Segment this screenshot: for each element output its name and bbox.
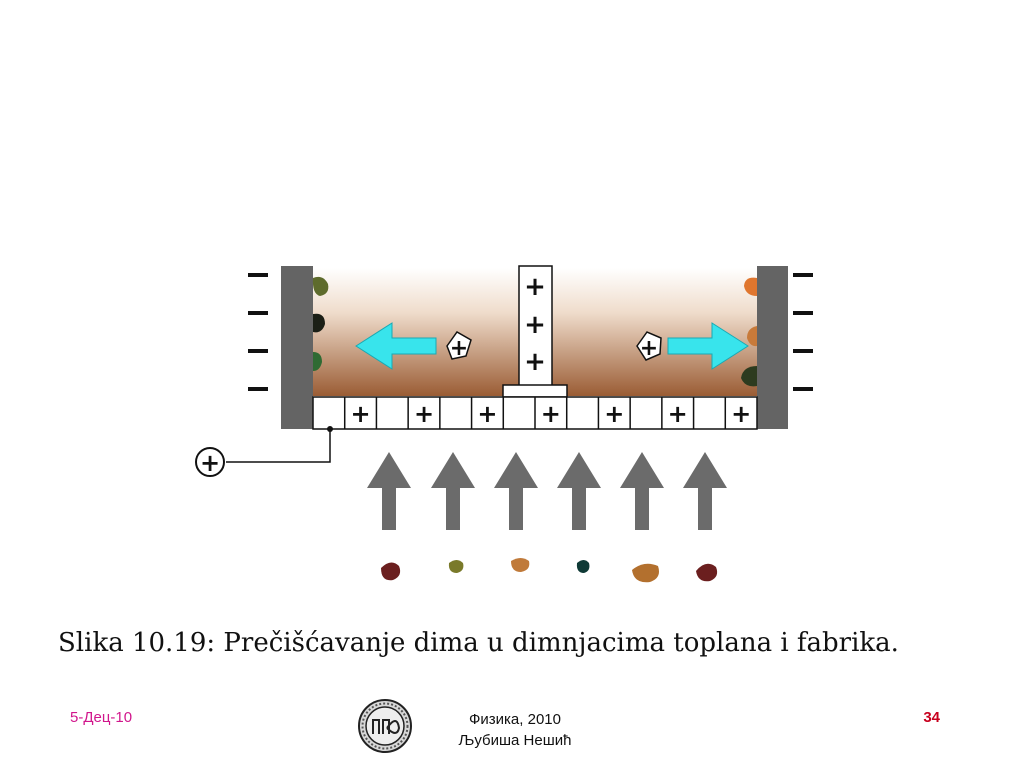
electrode-charges: + + + [524, 272, 546, 377]
left-negative-charges [248, 273, 268, 391]
positive-terminal-icon: + [195, 447, 225, 477]
page-number: 34 [923, 709, 940, 726]
plus-sign: + [604, 400, 624, 428]
particle [576, 560, 590, 573]
plus-sign: + [524, 310, 546, 340]
figure-caption: Slika 10.19: Prečišćavanje dima u dimnja… [58, 628, 899, 658]
up-arrow [431, 452, 475, 530]
left-cyan-arrow [355, 322, 437, 370]
bottom-positive-grid: + + + + + + + [312, 396, 758, 430]
footer-date: 5-Дец-10 [70, 709, 133, 726]
particle [312, 276, 329, 296]
left-collector-plate [281, 266, 313, 429]
plus-sign: + [414, 400, 434, 428]
svg-text:+: + [640, 336, 658, 361]
smoke-flow-arrows [367, 452, 727, 530]
minus-sign [793, 349, 813, 353]
up-arrow [683, 452, 727, 530]
particle [632, 563, 659, 583]
up-arrow [557, 452, 601, 530]
central-electrode [518, 265, 553, 387]
particle [313, 352, 322, 371]
plus-sign: + [541, 400, 561, 428]
electrostatic-precipitator-diagram: + + + + + +++++++ + [195, 265, 813, 583]
particle [381, 562, 401, 581]
particle [741, 366, 757, 387]
incoming-smoke-particles [381, 558, 718, 583]
university-seal-logo [358, 699, 412, 753]
minus-sign [248, 273, 268, 277]
particle [448, 560, 464, 573]
positive-ion-icon: + [446, 331, 472, 361]
footer-author: Љубиша Нешић [458, 732, 572, 749]
plus-sign: + [668, 400, 688, 428]
right-collector-plate [757, 266, 788, 429]
svg-text:+: + [450, 336, 468, 361]
minus-sign [793, 387, 813, 391]
left-collected-particles [312, 276, 329, 371]
plus-sign: + [524, 272, 546, 302]
up-arrow [367, 452, 411, 530]
right-cyan-arrow [667, 322, 749, 370]
right-collected-particles [741, 277, 757, 387]
plus-sign: + [731, 400, 751, 428]
plus-sign: + [524, 347, 546, 377]
svg-text:+: + [200, 449, 220, 477]
minus-sign [793, 273, 813, 277]
footer-credit: Физика, 2010 Љубиша Нешић [430, 709, 600, 751]
right-negative-charges [793, 273, 813, 391]
positive-ion-icon: + [636, 331, 662, 361]
particle [744, 277, 757, 296]
minus-sign [248, 349, 268, 353]
plus-sign: + [351, 400, 371, 428]
plus-sign: + [477, 400, 497, 428]
minus-sign [248, 311, 268, 315]
particle [313, 313, 325, 333]
minus-sign [248, 387, 268, 391]
particle [511, 558, 530, 572]
minus-sign [793, 311, 813, 315]
up-arrow [494, 452, 538, 530]
particle [696, 563, 718, 582]
footer-subject: Физика, 2010 [469, 711, 561, 728]
electrode-base [502, 384, 568, 398]
connection-wire [226, 429, 331, 463]
particle [747, 326, 757, 347]
up-arrow [620, 452, 664, 530]
